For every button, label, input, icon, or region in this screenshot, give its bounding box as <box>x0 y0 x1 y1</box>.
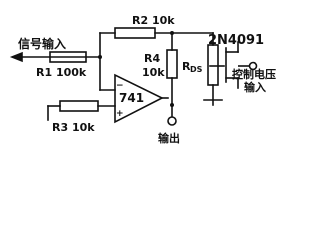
schematic-diagram: 信号输入 R1 100k R2 10k R3 10k R4 10k 741 − … <box>9 14 276 145</box>
r4-name-label: R4 <box>144 52 160 65</box>
opamp-label: 741 <box>119 91 144 105</box>
rds-label: R <box>182 60 191 73</box>
output-label: 输出 <box>158 131 180 145</box>
r1-label: R1 100k <box>36 66 87 79</box>
control-voltage-label: 控制电压 <box>232 67 276 81</box>
input-arrow-icon <box>9 51 23 63</box>
output-terminal[interactable] <box>167 116 177 126</box>
r2-label: R2 10k <box>132 14 175 27</box>
junction-r4 <box>170 31 174 35</box>
control-input-label: 输入 <box>244 80 266 94</box>
r3-label: R3 10k <box>52 121 95 134</box>
opamp-minus-label: − <box>116 81 124 91</box>
signal-input-label: 信号输入 <box>18 36 66 51</box>
resistor-r3 <box>59 100 99 112</box>
junction-input <box>98 55 102 59</box>
control-terminal[interactable] <box>248 61 258 71</box>
resistor-rds <box>207 44 219 86</box>
resistor-r2 <box>114 27 156 39</box>
fet-label: 2N4091 <box>208 33 264 48</box>
rds-sub-label: DS <box>190 65 203 74</box>
resistor-r4 <box>166 49 178 79</box>
resistor-r1 <box>49 51 87 63</box>
r4-value-label: 10k <box>142 66 165 79</box>
opamp-741 <box>114 73 164 124</box>
junction-output <box>170 103 174 107</box>
opamp-plus-label: + <box>116 109 124 119</box>
